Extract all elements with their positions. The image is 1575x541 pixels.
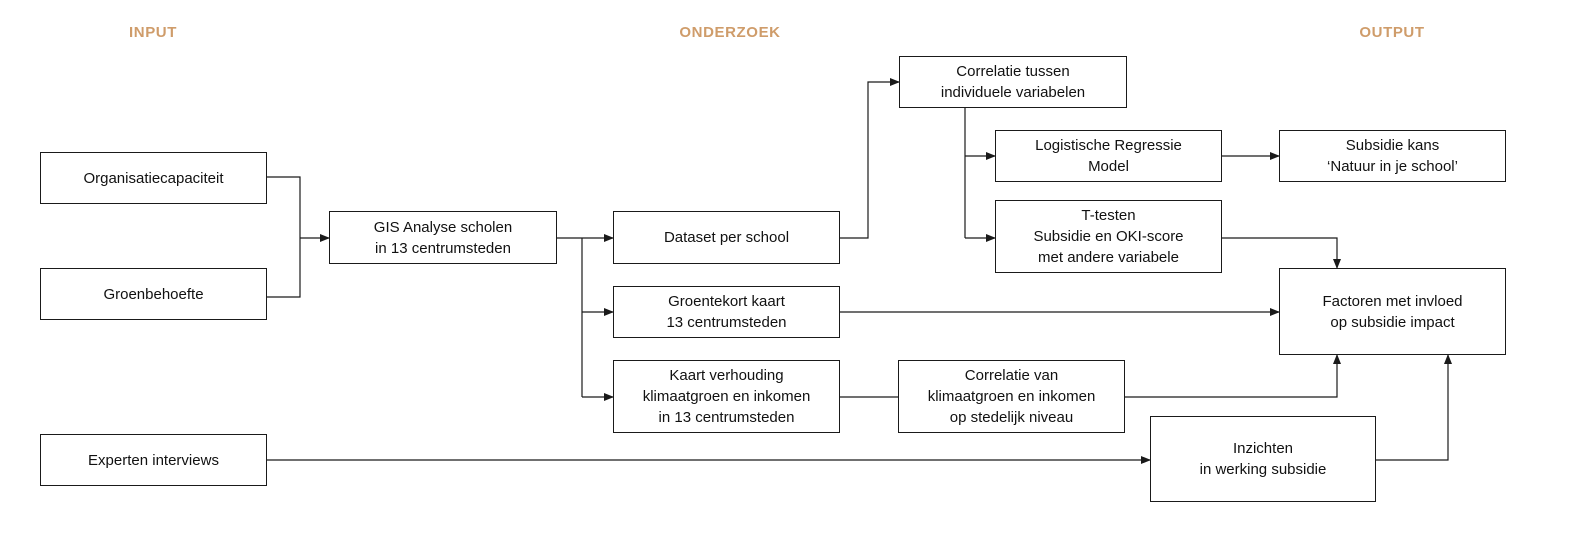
node-organisatiecapaciteit: Organisatiecapaciteit <box>40 152 267 204</box>
node-text-line: Groentekort kaart <box>668 293 785 310</box>
node-text-line: Subsidie en OKI-score <box>1033 228 1184 245</box>
node-text-line: in 13 centrumsteden <box>658 409 795 426</box>
node-text-line: in 13 centrumsteden <box>375 239 511 257</box>
node-text-line: GIS Analyse scholen <box>373 218 513 236</box>
node-text-line: Logistische Regressie <box>1035 137 1182 154</box>
node-correlatie-klimaatgroen: Correlatie van klimaatgroen en inkomen op … <box>898 360 1125 433</box>
edge-organisatie-gis <box>267 176 301 238</box>
node-experten-interviews: Experten interviews <box>40 434 267 486</box>
node-text-line: T-testen <box>1081 207 1136 224</box>
node-text-line: ‘Natuur in je school’ <box>1327 158 1458 175</box>
node-text-line: Dataset per school <box>663 229 790 246</box>
node-text-line: op subsidie impact <box>1330 313 1455 331</box>
edge-inzichten-factoren <box>1376 354 1452 461</box>
node-text-line: Factoren met invloed <box>1322 292 1463 310</box>
header-output: OUTPUT <box>1359 24 1425 41</box>
node-dataset: Dataset per school <box>613 211 840 264</box>
node-text-line: klimaatgroen en inkomen <box>642 388 811 405</box>
node-text-line: in werking subsidie <box>1199 461 1327 478</box>
edge-ttesten-factoren <box>1222 237 1341 269</box>
node-text-line: Kaart verhouding <box>669 367 784 384</box>
node-text-line: op stedelijk niveau <box>949 409 1074 426</box>
node-text-line: met andere variabele <box>1038 249 1179 266</box>
header-onderzoek: ONDERZOEK <box>679 24 781 41</box>
node-text-line: Subsidie kans <box>1345 137 1440 154</box>
node-subsidie-kans: Subsidie kans ‘Natuur in je school’ <box>1279 130 1506 182</box>
edge-dataset-correlatie <box>840 78 900 239</box>
header-input: INPUT <box>129 24 177 41</box>
node-text-line: Correlatie van <box>964 367 1059 384</box>
node-text-line: Correlatie tussen <box>956 63 1070 80</box>
node-text-line: Groenbehoefte <box>103 285 204 303</box>
node-correlatie-individueel: Correlatie tussen individuele variabelen <box>899 56 1127 108</box>
edge-groenbehoefte-gis <box>267 238 301 298</box>
node-text-line: 13 centrumsteden <box>666 314 787 331</box>
edge-correlatie-factoren <box>1125 354 1341 398</box>
node-text-line: klimaatgroen en inkomen <box>927 388 1096 405</box>
node-inzichten: Inzichten in werking subsidie <box>1150 416 1376 502</box>
node-text-line: individuele variabelen <box>940 84 1086 101</box>
node-text-line: Experten interviews <box>88 451 219 469</box>
node-groenbehoefte: Groenbehoefte <box>40 268 267 320</box>
node-kaart-verhouding: Kaart verhouding klimaatgroen en inkomen i… <box>613 360 840 433</box>
node-factoren: Factoren met invloed op subsidie impact <box>1279 268 1506 355</box>
node-text-line: Inzichten <box>1232 440 1294 457</box>
node-text-line: Organisatiecapaciteit <box>83 169 224 187</box>
node-gis-analyse: GIS Analyse scholen in 13 centrumsteden <box>329 211 557 264</box>
node-text-line: Model <box>1088 158 1129 175</box>
node-groentekort: Groentekort kaart 13 centrumsteden <box>613 286 840 338</box>
